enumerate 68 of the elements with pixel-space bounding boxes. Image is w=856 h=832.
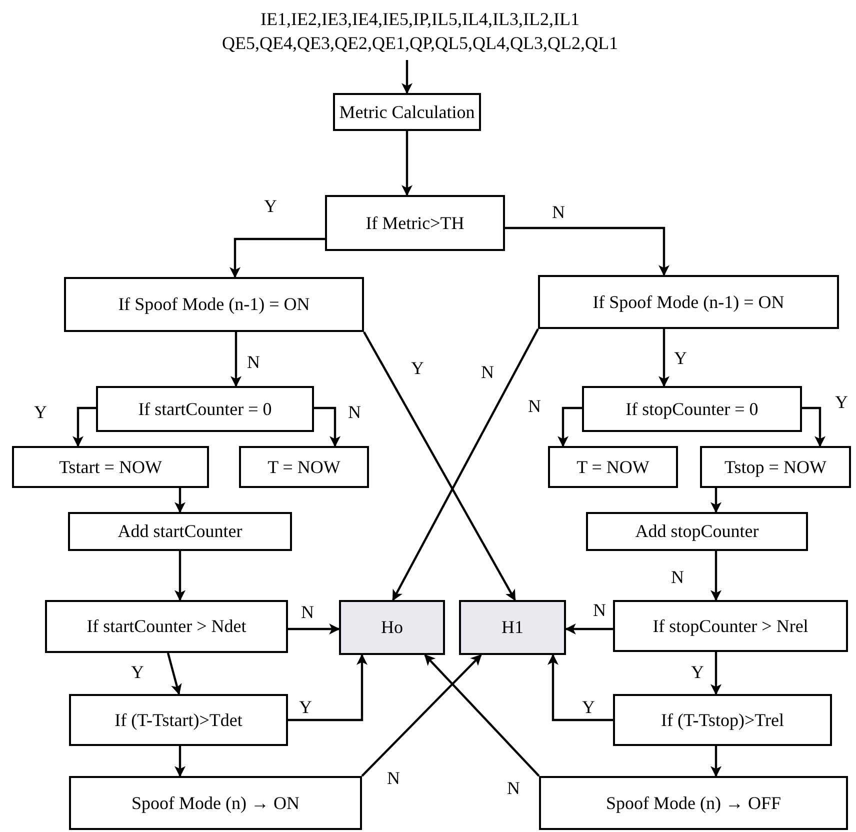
box-label: Add stopCounter (635, 520, 759, 544)
hypothesis-box (339, 600, 445, 655)
process-box (68, 512, 292, 551)
box-label: Spoof Mode (n) → ON (132, 792, 300, 815)
process-box (613, 600, 848, 652)
box-label: If startCounter = 0 (138, 398, 272, 421)
box-label: Tstop = NOW (724, 456, 826, 479)
process-box (539, 776, 848, 830)
process-box (700, 446, 851, 488)
arrow (174, 746, 186, 778)
arrow (710, 652, 722, 696)
arrow (802, 406, 826, 448)
process-box (613, 694, 832, 746)
arrow (230, 332, 242, 388)
box-label: Tstart = NOW (59, 456, 162, 479)
arrow (402, 131, 412, 196)
arrow (174, 551, 186, 602)
process-box (69, 776, 362, 830)
arrow (710, 746, 722, 778)
arrow (548, 654, 613, 722)
box-label: If Spoof Mode (n-1) = ON (592, 290, 784, 314)
process-box (45, 600, 288, 653)
box-label: Metric Calculation (339, 100, 475, 124)
box-label: T = NOW (576, 456, 650, 479)
arrow (402, 60, 412, 94)
box-label: Ho (381, 616, 403, 640)
process-box (582, 386, 802, 432)
arrow (72, 406, 96, 448)
arrow (314, 406, 340, 448)
process-box (239, 446, 369, 488)
input-signal-list: QE5,QE4,QE3,QE2,QE1,QP,QL5,QL4,QL3,QL2,QL1 (222, 31, 618, 56)
process-box (325, 195, 505, 251)
arrow (363, 331, 516, 601)
arrow (288, 624, 340, 634)
box-label: If Spoof Mode (n-1) = ON (118, 293, 310, 316)
arrow (230, 238, 325, 278)
process-box (538, 275, 839, 329)
process-box (548, 446, 678, 488)
box-label: H1 (502, 616, 524, 640)
box-label: T = NOW (268, 456, 340, 479)
box-label: If startCounter > Ndet (86, 615, 246, 638)
process-box (586, 512, 808, 551)
box-label: If Metric>TH (366, 212, 464, 235)
arrow (174, 488, 186, 514)
box-label: Spoof Mode (n) → OFF (606, 792, 781, 815)
box-label: If (T-Tstart)>Tdet (114, 708, 242, 732)
arrow (558, 406, 582, 448)
box-label: Add startCounter (118, 520, 242, 544)
arrow (564, 624, 613, 634)
input-signal-list: IE1,IE2,IE3,IE4,IE5,IP,IL5,IL4,IL3,IL2,IL1 (260, 6, 580, 31)
process-box (69, 694, 288, 746)
arrow (392, 328, 539, 601)
arrow (710, 551, 722, 602)
box-label: If stopCounter > Nrel (652, 614, 808, 638)
arrow (710, 488, 722, 514)
process-box (64, 277, 364, 332)
process-box (12, 446, 209, 488)
arrow (505, 226, 670, 276)
arrow (288, 654, 368, 722)
box-label: If (T-Tstop)>Trel (660, 708, 784, 732)
arrow (424, 654, 540, 777)
arrow (166, 652, 182, 696)
hypothesis-box (459, 600, 566, 655)
process-box (333, 93, 481, 131)
process-box (96, 386, 314, 432)
arrow (361, 654, 482, 777)
box-label: If stopCounter = 0 (626, 398, 758, 421)
arrow (658, 329, 670, 388)
